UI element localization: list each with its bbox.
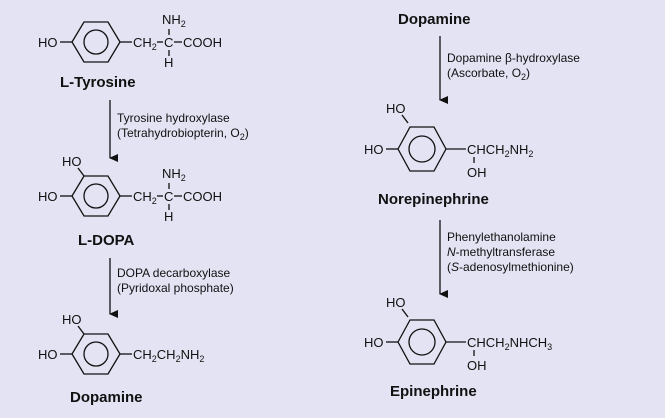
dopa-bond-ho-top — [77, 167, 85, 177]
tyrosine-ring-circle — [83, 29, 109, 55]
dopa-nh2-label: NH2 — [162, 166, 186, 183]
step3-cofactor: (Ascorbate, O2) — [447, 66, 530, 82]
step2-cofactor: (Pyridoxal phosphate) — [117, 281, 234, 295]
norepinephrine-ring — [397, 126, 447, 172]
tyrosine-ring — [71, 21, 121, 63]
step4-enzyme-line2: N-methyltransferase — [447, 245, 555, 259]
norepinephrine-oh-label: OH — [467, 165, 487, 180]
tyrosine-cooh-label: COOH — [183, 35, 222, 50]
norepinephrine-ring-circle — [408, 135, 436, 163]
dopa-h-label: H — [164, 209, 173, 224]
tyrosine-c-label: C — [164, 35, 173, 50]
dopa-c-label: C — [164, 189, 173, 204]
tyrosine-structure: HO CH2 C COOH NH2 H L-Tyrosine — [38, 12, 222, 91]
dopa-ch2-label: CH2 — [133, 189, 157, 206]
epinephrine-bond-ho-top — [401, 308, 409, 318]
dopa-structure: HO HO CH2 C COOH NH2 H L-DOPA — [38, 154, 222, 249]
norepinephrine-bond-ho-top — [401, 114, 409, 124]
tyrosine-nh2-label: NH2 — [162, 12, 186, 29]
norepinephrine-name: Norepinephrine — [378, 191, 489, 208]
epinephrine-name: Epinephrine — [390, 383, 477, 400]
dopamine-left-bond-ho-top — [77, 325, 85, 335]
tyrosine-ch2-label: CH2 — [133, 35, 157, 52]
dopamine-left-ho-top-label: HO — [62, 312, 82, 327]
dopamine-left-ring — [71, 333, 121, 375]
epinephrine-ring — [397, 319, 447, 365]
epinephrine-oh-label: OH — [467, 358, 487, 373]
norepinephrine-chain-label: CHCH2NH2 — [467, 142, 533, 159]
dopamine-left-ring-circle — [83, 341, 109, 367]
norepinephrine-ho-top-label: HO — [386, 101, 406, 116]
epinephrine-chain-label: CHCH2NHCH3 — [467, 335, 552, 352]
dopamine-left-name: Dopamine — [70, 389, 143, 406]
tyrosine-name: L-Tyrosine — [60, 74, 136, 91]
step1-cofactor: (Tetrahydrobiopterin, O2) — [117, 126, 249, 142]
dopamine-left-ho-label: HO — [38, 347, 58, 362]
step3-enzyme: Dopamine β-hydroxylase — [447, 51, 580, 65]
norepinephrine-ho-label: HO — [364, 142, 384, 157]
tyrosine-h-label: H — [164, 55, 173, 70]
dopamine-left-chain-label: CH2CH2NH2 — [133, 347, 204, 364]
tyrosine-ho-label: HO — [38, 35, 58, 50]
dopamine-right-name: Dopamine — [398, 11, 471, 28]
dopa-cooh-label: COOH — [183, 189, 222, 204]
epinephrine-ho-top-label: HO — [386, 295, 406, 310]
dopa-name: L-DOPA — [78, 232, 135, 249]
epinephrine-ho-label: HO — [364, 335, 384, 350]
dopa-ring-circle — [83, 183, 109, 209]
step4-enzyme-line1: Phenylethanolamine — [447, 230, 556, 244]
epinephrine-structure: HO HO CHCH2NHCH3 OH Epinephrine — [364, 295, 552, 400]
step4-cofactor: (S-adenosylmethionine) — [447, 260, 574, 274]
epinephrine-ring-circle — [408, 328, 436, 356]
dopa-ho-label: HO — [38, 189, 58, 204]
step2-enzyme: DOPA decarboxylase — [117, 266, 230, 280]
dopa-ho-top-label: HO — [62, 154, 82, 169]
step1-enzyme: Tyrosine hydroxylase — [117, 111, 230, 125]
norepinephrine-structure: HO HO CHCH2NH2 OH Norepinephrine — [364, 101, 533, 208]
dopamine-left-structure: HO HO CH2CH2NH2 Dopamine — [38, 312, 204, 406]
dopa-ring — [71, 175, 121, 217]
